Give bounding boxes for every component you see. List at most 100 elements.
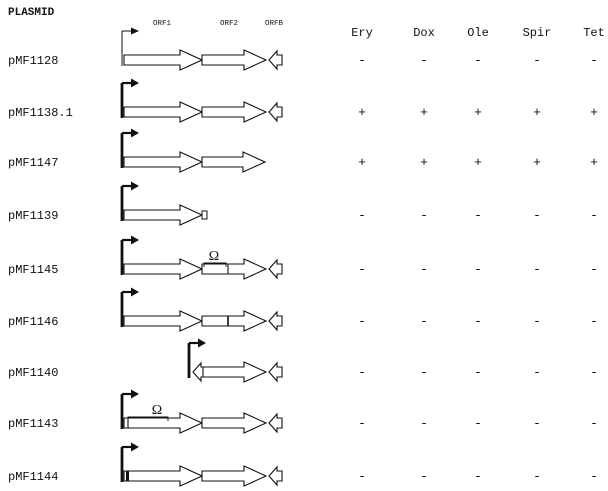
antibiotic-header: Ole <box>467 26 489 40</box>
promoter-arrow-icon <box>120 389 139 429</box>
omega-symbol: Ω <box>152 403 162 418</box>
resistance-result: - <box>358 416 366 431</box>
construct-row: pMF1140----- <box>8 338 598 383</box>
resistance-result: + <box>474 155 482 170</box>
plasmid-name: pMF1144 <box>8 470 58 484</box>
resistance-result: - <box>590 53 598 68</box>
resistance-result: - <box>474 365 482 380</box>
orf1-gene-arrow <box>123 412 204 434</box>
orf2-gene-arrow <box>201 258 268 280</box>
antibiotic-header: Spir <box>523 26 552 40</box>
construct-row: pMF1146----- <box>8 287 598 332</box>
resistance-result: - <box>474 314 482 329</box>
resistance-result: - <box>420 365 428 380</box>
orfb-gene-arrow <box>268 258 283 280</box>
resistance-result: - <box>420 208 428 223</box>
resistance-result: - <box>358 53 366 68</box>
promoter-arrow-icon <box>120 235 139 275</box>
orf1-gene-arrow <box>123 49 204 71</box>
resistance-result: - <box>358 314 366 329</box>
resistance-result: + <box>590 105 598 120</box>
orfb-gene-arrow <box>268 310 283 332</box>
resistance-result: - <box>474 208 482 223</box>
orf1-gene-arrow <box>123 204 204 226</box>
construct-row: pMF1144 - - - - - <box>8 442 598 487</box>
plasmid-name: pMF1143 <box>8 417 58 431</box>
resistance-result: - <box>420 262 428 277</box>
construct-row: pMF1128 - - - - - <box>8 27 598 71</box>
resistance-result: - <box>474 53 482 68</box>
resistance-result: + <box>358 105 366 120</box>
orf2-gene-arrow <box>201 49 268 71</box>
resistance-result: - <box>420 469 428 484</box>
orfb-gene-arrow <box>268 49 283 71</box>
promoter-arrow-icon <box>120 181 139 221</box>
truncated-orf2-stub <box>201 210 208 220</box>
resistance-result: - <box>533 53 541 68</box>
resistance-result: - <box>358 208 366 223</box>
resistance-result: - <box>474 469 482 484</box>
orf2-gene-arrow <box>202 361 268 383</box>
orf2-gene-arrow <box>201 101 268 123</box>
plasmid-name: pMF1139 <box>8 209 58 223</box>
orf1-gene-arrow <box>123 258 204 280</box>
resistance-result: - <box>420 53 428 68</box>
promoter-arrow-icon <box>120 78 139 118</box>
orf1-gene-arrow <box>123 151 204 173</box>
resistance-result: - <box>533 208 541 223</box>
resistance-result: + <box>420 105 428 120</box>
resistance-result: + <box>533 105 541 120</box>
resistance-result: - <box>358 262 366 277</box>
antibiotic-header: Ery <box>351 26 373 40</box>
construct-row: pMF1147+++++ <box>8 128 598 173</box>
resistance-result: - <box>590 416 598 431</box>
construct-row: pMF1138.1 + + + + + <box>8 78 598 123</box>
resistance-result: + <box>474 105 482 120</box>
promoter-arrow-icon <box>120 128 139 168</box>
resistance-result: - <box>358 469 366 484</box>
plasmid-name: pMF1146 <box>8 315 58 329</box>
resistance-result: - <box>533 469 541 484</box>
resistance-result: - <box>590 365 598 380</box>
resistance-result: - <box>358 365 366 380</box>
resistance-result: - <box>533 262 541 277</box>
resistance-result: - <box>533 416 541 431</box>
plasmid-name: pMF1138.1 <box>8 106 73 120</box>
orf1-gene-arrow <box>123 465 204 487</box>
orf1-header: ORF1 <box>153 20 172 28</box>
orfb-header: ORFB <box>265 20 284 28</box>
resistance-result: - <box>533 365 541 380</box>
resistance-result: - <box>420 416 428 431</box>
orf2-header: ORF2 <box>220 20 238 28</box>
plasmid-column-header: PLASMID <box>8 7 55 19</box>
omega-insertion-marker: Ω <box>127 403 169 421</box>
resistance-result: - <box>590 262 598 277</box>
orf2-gene-arrow <box>201 465 268 487</box>
plasmid-name: pMF1147 <box>8 156 58 170</box>
resistance-result: - <box>420 314 428 329</box>
resistance-result: + <box>590 155 598 170</box>
orf2-gene-arrow <box>201 412 268 434</box>
orfb-gene-arrow <box>268 361 283 383</box>
resistance-result: + <box>420 155 428 170</box>
omega-insertion-marker: Ω <box>203 249 227 267</box>
resistance-result: - <box>533 314 541 329</box>
promoter-arrow-icon <box>120 287 139 327</box>
orf2-gene-arrow <box>201 151 267 173</box>
orf2-gene-arrow <box>201 310 268 332</box>
promoter-arrow-icon <box>187 338 206 378</box>
promoter-arrow-icon <box>121 27 139 66</box>
antibiotic-header: Tet <box>583 26 605 40</box>
resistance-result: + <box>358 155 366 170</box>
resistance-result: - <box>590 469 598 484</box>
plasmid-name: pMF1128 <box>8 54 58 68</box>
resistance-result: - <box>590 208 598 223</box>
omega-symbol: Ω <box>209 249 219 264</box>
orfb-gene-arrow <box>268 412 283 434</box>
orf1-gene-arrow <box>123 101 204 123</box>
insertion-mark <box>126 471 129 481</box>
